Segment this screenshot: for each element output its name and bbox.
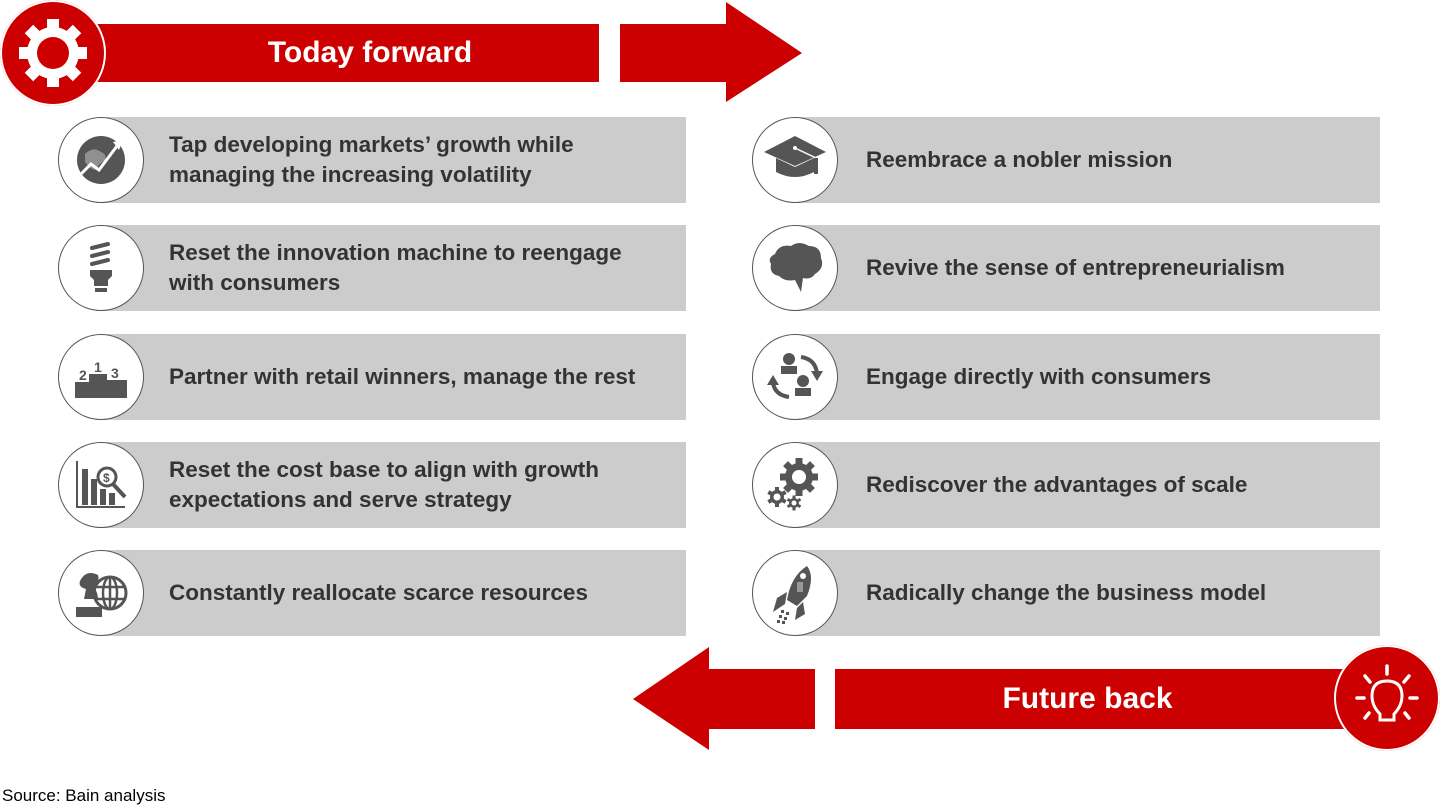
lightbulb-icon bbox=[1355, 664, 1419, 722]
item-label: Radically change the business model bbox=[866, 580, 1267, 605]
item-label: Constantly reallocate scarce resources bbox=[169, 580, 588, 605]
list-item: Revive the sense of entrepreneurialism bbox=[795, 225, 1380, 311]
item-label: Tap developing markets’ growth while man… bbox=[169, 132, 574, 187]
today-forward-bar bbox=[92, 24, 599, 82]
icon-badge bbox=[58, 550, 144, 636]
people-cycle-icon bbox=[767, 353, 823, 399]
rocket-icon bbox=[773, 566, 811, 624]
item-label: Reset the innovation machine to reengage… bbox=[169, 240, 622, 295]
item-label: Rediscover the advantages of scale bbox=[866, 472, 1248, 497]
gears-icon bbox=[767, 458, 818, 511]
item-label: Reset the cost base to align with growth… bbox=[169, 457, 600, 512]
svg-text:3: 3 bbox=[111, 365, 119, 381]
gear-icon bbox=[19, 19, 87, 87]
cfl-bulb-icon bbox=[90, 242, 112, 292]
source-note: Source: Bain analysis bbox=[2, 786, 166, 805]
list-item: Engage directly with consumers bbox=[795, 334, 1380, 420]
item-label: Partner with retail winners, manage the … bbox=[169, 364, 636, 389]
list-item: Rediscover the advantages of scale bbox=[795, 442, 1380, 528]
list-item: Radically change the business model bbox=[795, 550, 1380, 636]
graduation-cap-icon bbox=[764, 136, 826, 177]
today-forward-label: Today forward bbox=[267, 36, 473, 69]
globe-growth-icon bbox=[75, 136, 125, 184]
list-item: Reset the innovation machine to reengage… bbox=[101, 225, 686, 311]
item-label: Reembrace a nobler mission bbox=[866, 147, 1173, 172]
cost-analysis-icon: $ bbox=[76, 461, 127, 508]
list-item: Constantly reallocate scarce resources bbox=[101, 550, 686, 636]
right-arrow-head-icon bbox=[620, 2, 802, 102]
item-label: Revive the sense of entrepreneurialism bbox=[866, 255, 1285, 280]
svg-text:$: $ bbox=[103, 471, 110, 485]
icon-badge bbox=[752, 225, 838, 311]
item-label: Engage directly with consumers bbox=[866, 364, 1212, 389]
svg-text:2: 2 bbox=[79, 367, 87, 383]
future-back-bar bbox=[835, 669, 1350, 729]
lightbulb-badge bbox=[1334, 645, 1440, 751]
list-item: Reembrace a nobler mission bbox=[795, 117, 1380, 203]
icon-badge: $ bbox=[58, 442, 144, 528]
future-back-label: Future back bbox=[1002, 682, 1173, 715]
list-item: Tap developing markets’ growth while man… bbox=[101, 117, 686, 203]
list-item: Reset the cost base to align with growth… bbox=[101, 442, 686, 528]
icon-badge bbox=[752, 550, 838, 636]
chess-globe-icon bbox=[76, 573, 128, 617]
icon-badge bbox=[752, 442, 838, 528]
icon-badge bbox=[58, 225, 144, 311]
icon-badge bbox=[58, 117, 144, 203]
left-arrow-head-icon bbox=[633, 647, 815, 750]
icon-badge bbox=[752, 117, 838, 203]
icon-badge bbox=[752, 334, 838, 420]
list-item: Partner with retail winners, manage the … bbox=[101, 334, 686, 420]
gear-badge bbox=[0, 0, 106, 106]
podium-icon: 2 1 3 bbox=[75, 359, 127, 398]
icon-badge: 2 1 3 bbox=[58, 334, 144, 420]
speech-bubble-icon bbox=[769, 243, 823, 292]
svg-text:1: 1 bbox=[94, 359, 102, 375]
